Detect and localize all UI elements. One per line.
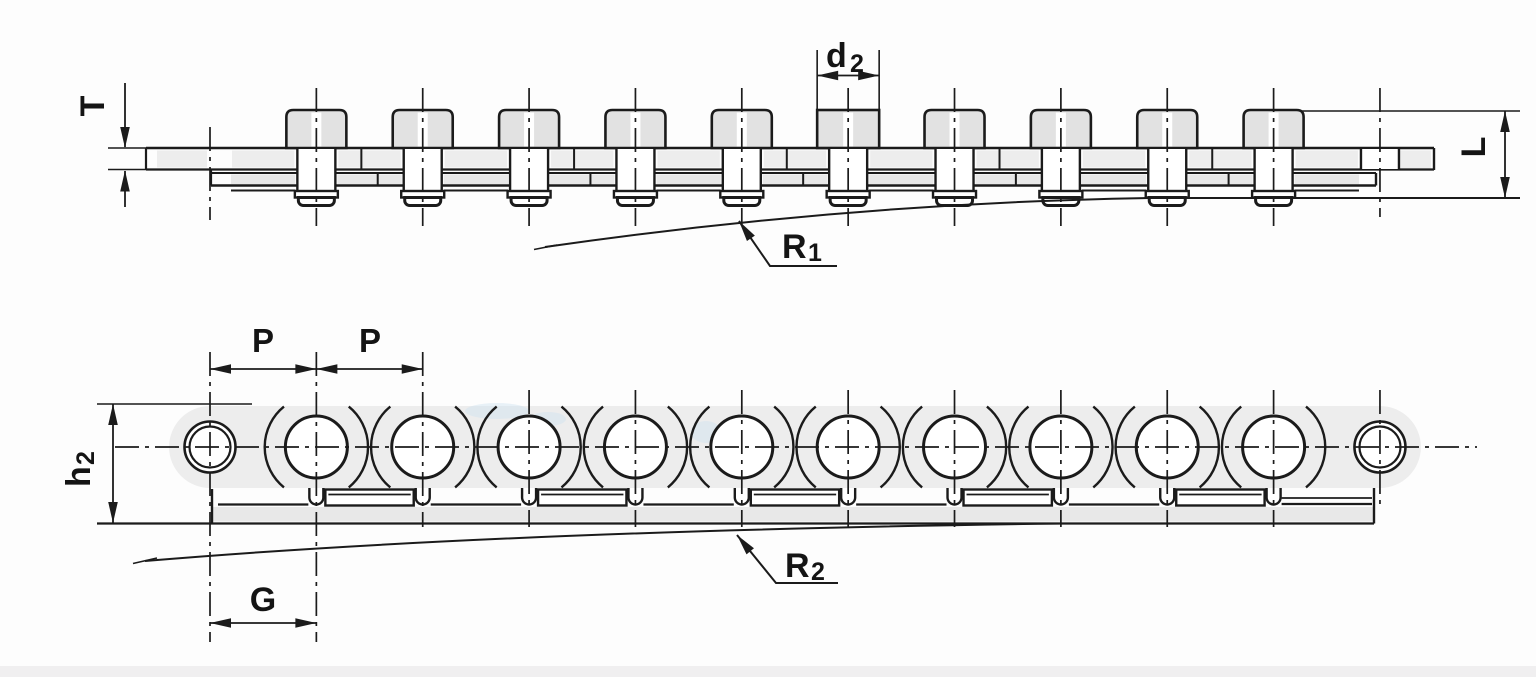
dim-label-d2: d [826, 37, 847, 75]
radius-label-R2: R [785, 547, 810, 585]
radius-label-R1: R [782, 228, 807, 266]
dim-label-P-first: P [252, 322, 274, 359]
top-view-side-elevation [108, 88, 1436, 226]
dim-label-L: L [1455, 137, 1493, 158]
top-view-dimensions [120, 50, 1520, 267]
dim-label-d2-subscript: 2 [850, 50, 864, 78]
radius-label-R1-subscript: 1 [808, 239, 822, 267]
dim-label-h2: h [60, 466, 98, 487]
radius-label-R2-subscript: 2 [811, 558, 825, 586]
bottom-view-dimension-labels: P P h 2 G R 2 [60, 322, 825, 619]
page-bottom-strip [0, 666, 1536, 677]
bottom-view-chain-links [97, 352, 1477, 642]
bottom-view-dimensions [97, 364, 1061, 628]
dim-label-h2-subscript: 2 [72, 451, 100, 465]
dim-label-T: T [74, 95, 112, 116]
dim-label-G: G [250, 581, 276, 619]
dim-label-P-second: P [359, 322, 381, 359]
top-view-dimension-labels: T d 2 L R 1 [74, 37, 1493, 267]
